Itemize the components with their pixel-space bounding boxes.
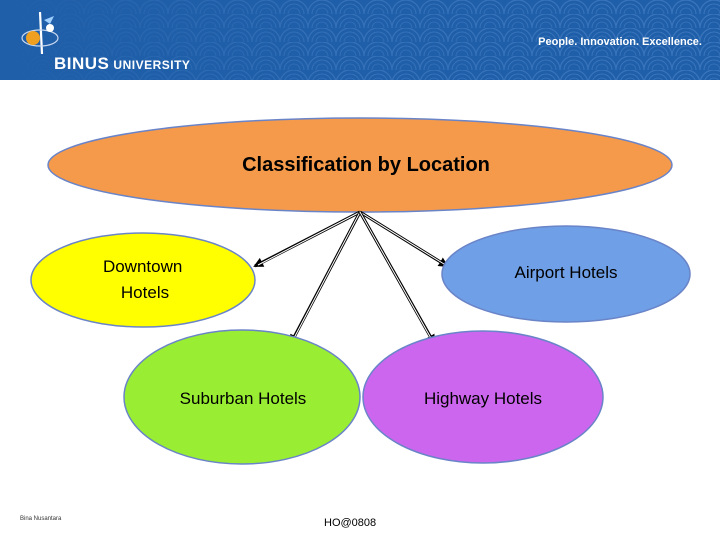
arrow-to-highway [358,211,436,345]
logo-emblem-icon [21,11,59,55]
arrow-to-airport [359,210,449,268]
header-pattern [0,0,720,80]
suburban-hotels-label: Suburban Hotels [180,389,307,408]
arrow-to-suburban [289,211,362,345]
highway-hotels-node [362,330,604,464]
root-node-label: Classification by Location [242,154,490,176]
logo-brand-main: BINUS [54,54,110,73]
logo-brand-sub: UNIVERSITY [113,58,191,72]
downtown-hotels-node [30,232,256,328]
downtown-hotels-label-line2: Hotels [121,283,169,302]
downtown-hotels-label: Downtown Hotels [103,257,187,302]
airport-hotels-node [441,225,691,323]
header-tagline: People. Innovation. Excellence. [538,36,702,48]
arrow-to-downtown [253,210,361,268]
footer-code: HO@0808 [324,517,377,529]
airport-hotels-label: Airport Hotels [515,263,618,282]
suburban-hotels-node [123,329,361,465]
footer-author: Bina Nusantara [20,516,62,522]
highway-hotels-label: Highway Hotels [424,389,542,408]
downtown-hotels-label-line1: Downtown [103,257,182,276]
